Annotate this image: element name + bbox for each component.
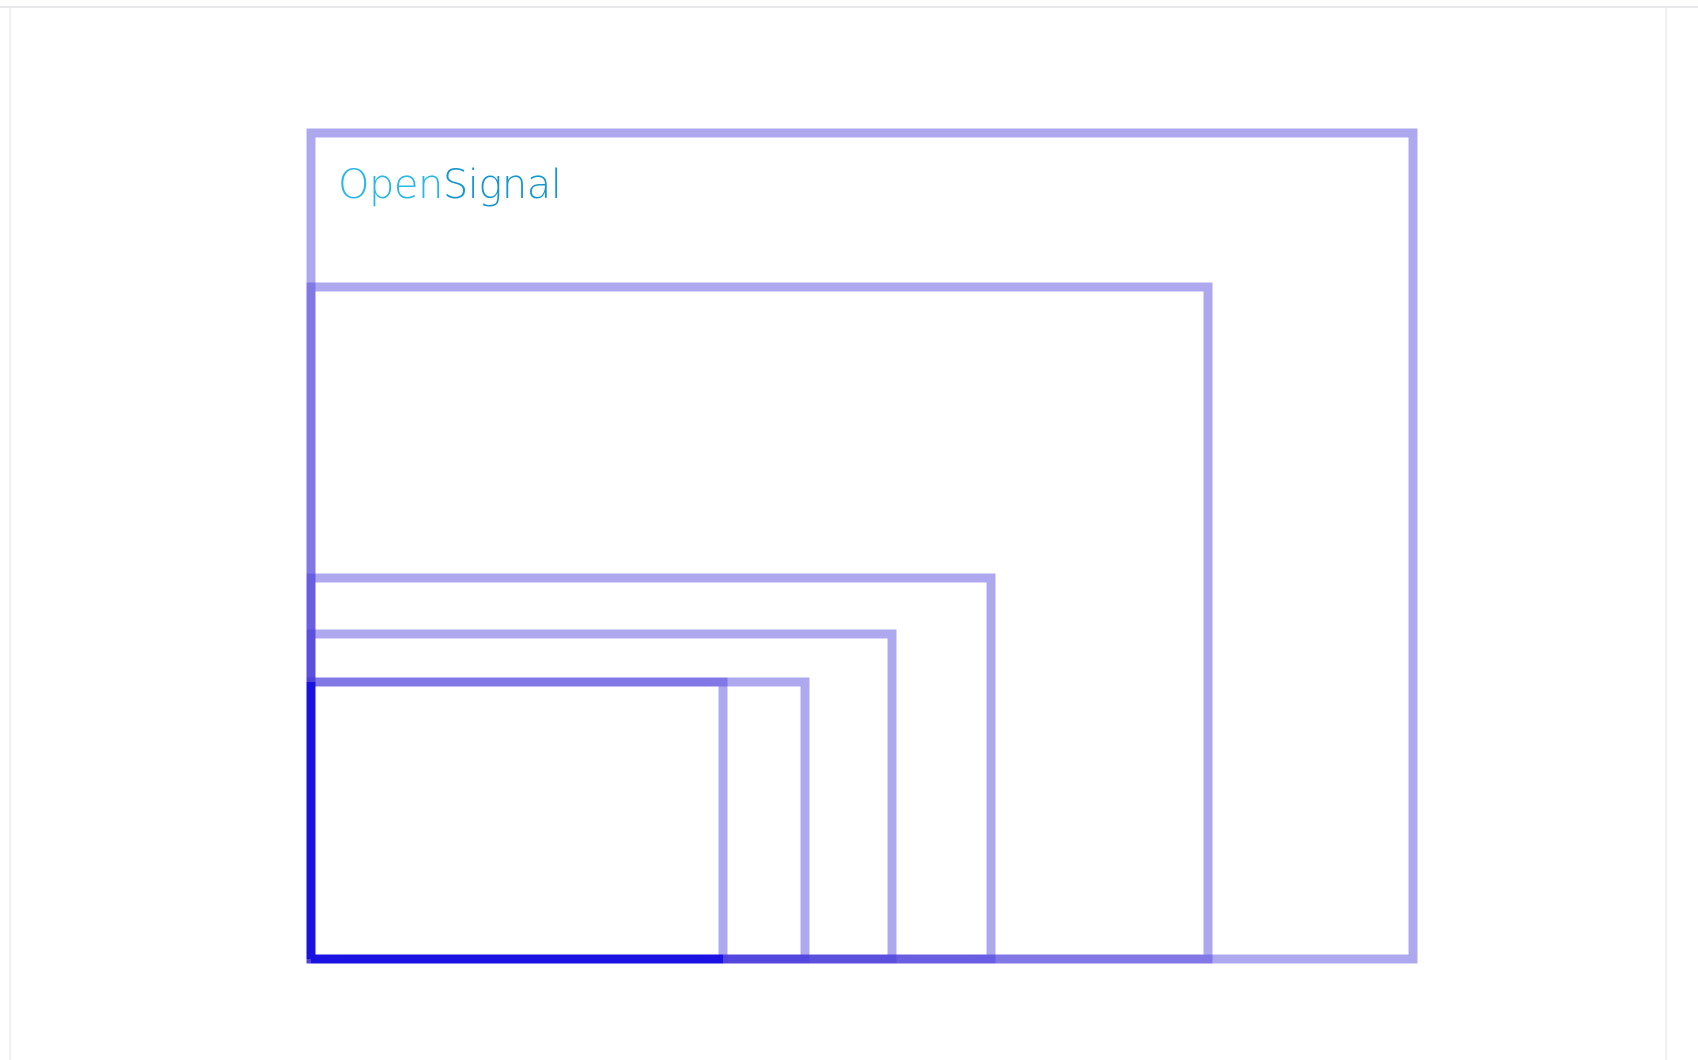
logo-text-open: Open — [338, 162, 443, 208]
frame-top-border — [0, 6, 1698, 8]
second-rectangle — [306, 282, 1213, 964]
fifth-rectangle — [306, 677, 810, 964]
outer-rectangle — [306, 128, 1418, 964]
logo-text-signal: Signal — [442, 162, 562, 208]
inner-rectangle — [306, 677, 728, 964]
frame-right-border — [1665, 8, 1667, 1060]
frame-left-border — [9, 8, 11, 1060]
opensignal-logo: OpenSignal — [338, 162, 562, 208]
